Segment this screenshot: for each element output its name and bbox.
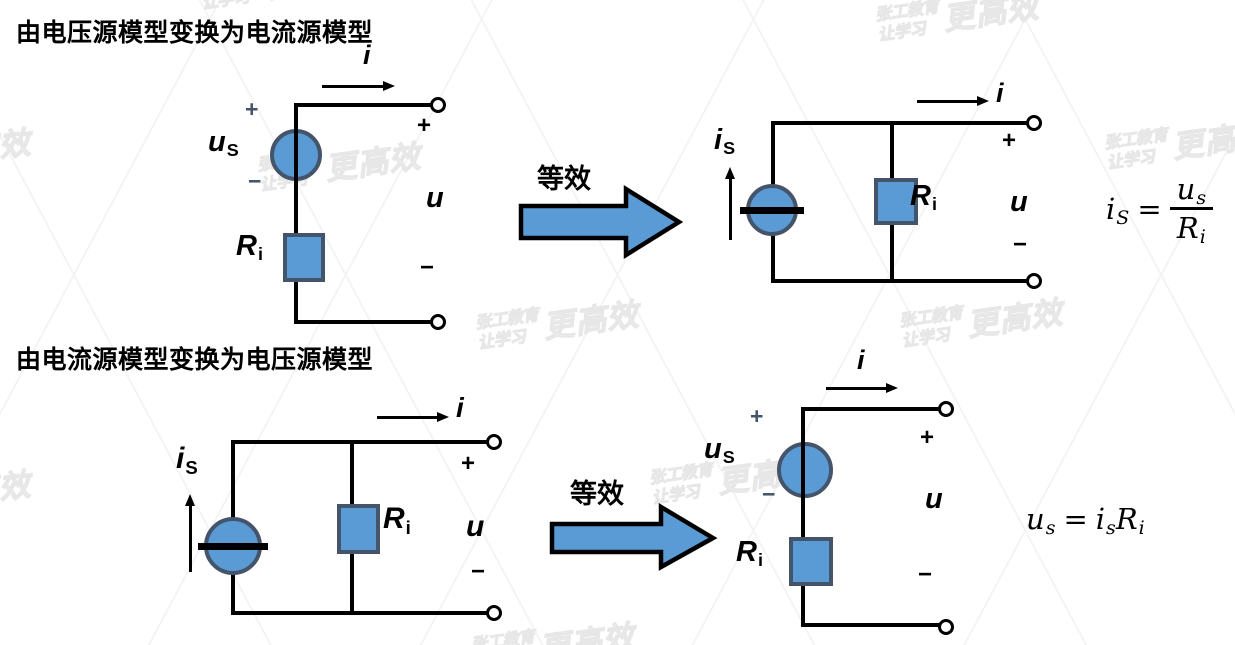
equivalence-arrow-icon bbox=[549, 503, 718, 571]
voltage-source-circuit-bottom: i + uS − Ri + u − bbox=[690, 345, 970, 645]
port-plus: + bbox=[1002, 127, 1017, 154]
title-voltage-to-current: 由电压源模型变换为电流源模型 bbox=[16, 19, 374, 47]
current-arrow-head-icon bbox=[437, 412, 449, 422]
port-minus: − bbox=[1013, 231, 1028, 258]
title-current-to-voltage: 由电流源模型变换为电压源模型 bbox=[16, 346, 374, 374]
voltage-source-icon bbox=[777, 442, 833, 498]
source-current-label: iS bbox=[176, 442, 198, 478]
terminal-icon bbox=[1025, 272, 1042, 289]
watermark: 张工教育让学习更高效 bbox=[474, 296, 642, 352]
terminal-icon bbox=[429, 313, 446, 330]
wire bbox=[231, 440, 494, 444]
port-plus: + bbox=[920, 424, 935, 451]
source-current-label: iS bbox=[714, 124, 736, 159]
formula-voltage-source: us = isRi bbox=[1026, 502, 1145, 539]
current-label: i bbox=[456, 392, 464, 423]
wire bbox=[294, 104, 298, 322]
terminal-icon bbox=[937, 618, 954, 635]
source-direction-arrow-head-icon bbox=[725, 167, 735, 179]
formula-lhs: iS bbox=[1106, 191, 1130, 229]
wire bbox=[231, 611, 494, 615]
formula-rhs: isRi bbox=[1095, 502, 1145, 539]
port-voltage-label: u bbox=[466, 510, 485, 543]
current-arrow bbox=[917, 100, 977, 103]
wire bbox=[294, 320, 437, 324]
terminal-icon bbox=[937, 400, 954, 417]
current-arrow-head-icon bbox=[383, 81, 395, 91]
fraction: us Ri bbox=[1169, 174, 1214, 249]
terminal-icon bbox=[429, 96, 446, 113]
resistance-label: Ri bbox=[236, 230, 263, 265]
current-arrow-head-icon bbox=[977, 96, 989, 106]
port-voltage-label: u bbox=[1010, 186, 1028, 218]
source-direction-arrow bbox=[729, 178, 732, 240]
resistor-icon bbox=[874, 178, 918, 225]
wire bbox=[801, 407, 945, 411]
watermark: 张工教育让学习更高效 bbox=[1103, 116, 1235, 172]
wire bbox=[294, 103, 437, 107]
equals-sign: = bbox=[1137, 191, 1162, 226]
current-arrow bbox=[322, 85, 383, 88]
current-arrow-head-icon bbox=[886, 383, 898, 393]
wire bbox=[801, 408, 805, 625]
equivalence-label: 等效 bbox=[570, 479, 624, 509]
port-plus: + bbox=[461, 450, 476, 477]
terminal-icon bbox=[1025, 114, 1042, 131]
source-voltage-label: uS bbox=[208, 126, 239, 161]
resistance-label: Ri bbox=[910, 180, 937, 215]
current-label: i bbox=[996, 78, 1004, 108]
current-source-circuit-bottom: iS Ri i + u − bbox=[150, 390, 520, 645]
fraction-numerator: us bbox=[1169, 174, 1214, 211]
port-minus: − bbox=[420, 254, 435, 281]
source-plus: + bbox=[245, 96, 259, 122]
equivalence-arrow-icon bbox=[518, 184, 684, 260]
port-voltage-label: u bbox=[925, 483, 943, 515]
source-minus: − bbox=[762, 481, 776, 507]
voltage-source-circuit-top: i + uS − Ri + u − bbox=[180, 40, 460, 340]
source-minus: − bbox=[248, 168, 262, 194]
current-label: i bbox=[363, 40, 371, 70]
fraction-denominator: Ri bbox=[1176, 211, 1206, 249]
watermark: 张工教育让学习更高效 bbox=[874, 0, 1042, 44]
current-label: i bbox=[857, 345, 865, 375]
port-minus: − bbox=[918, 561, 933, 588]
source-voltage-label: uS bbox=[704, 433, 735, 468]
wire bbox=[771, 121, 1034, 125]
source-plus: + bbox=[750, 403, 764, 429]
formula-lhs: us bbox=[1026, 502, 1056, 539]
current-arrow bbox=[826, 387, 886, 390]
terminal-icon bbox=[485, 433, 502, 450]
wire bbox=[801, 623, 945, 627]
equivalence-label: 等效 bbox=[537, 164, 591, 194]
current-source-bar-icon bbox=[740, 206, 804, 214]
current-source-circuit-top: iS Ri i + u − bbox=[700, 70, 1060, 305]
port-plus: + bbox=[417, 112, 432, 139]
equals-sign: = bbox=[1063, 502, 1088, 536]
terminal-icon bbox=[485, 604, 502, 621]
port-voltage-label: u bbox=[426, 182, 444, 214]
wire bbox=[771, 279, 1034, 283]
formula-current-source: iS = us Ri bbox=[1106, 174, 1214, 249]
resistor-icon bbox=[789, 537, 833, 586]
resistor-icon bbox=[337, 504, 380, 554]
source-direction-arrow-head-icon bbox=[185, 494, 195, 506]
source-direction-arrow bbox=[189, 505, 192, 572]
current-source-bar-icon bbox=[198, 542, 268, 550]
resistance-label: Ri bbox=[383, 502, 411, 538]
resistor-icon bbox=[283, 233, 325, 282]
port-minus: − bbox=[471, 558, 486, 585]
resistance-label: Ri bbox=[736, 536, 763, 571]
current-arrow bbox=[377, 416, 437, 419]
